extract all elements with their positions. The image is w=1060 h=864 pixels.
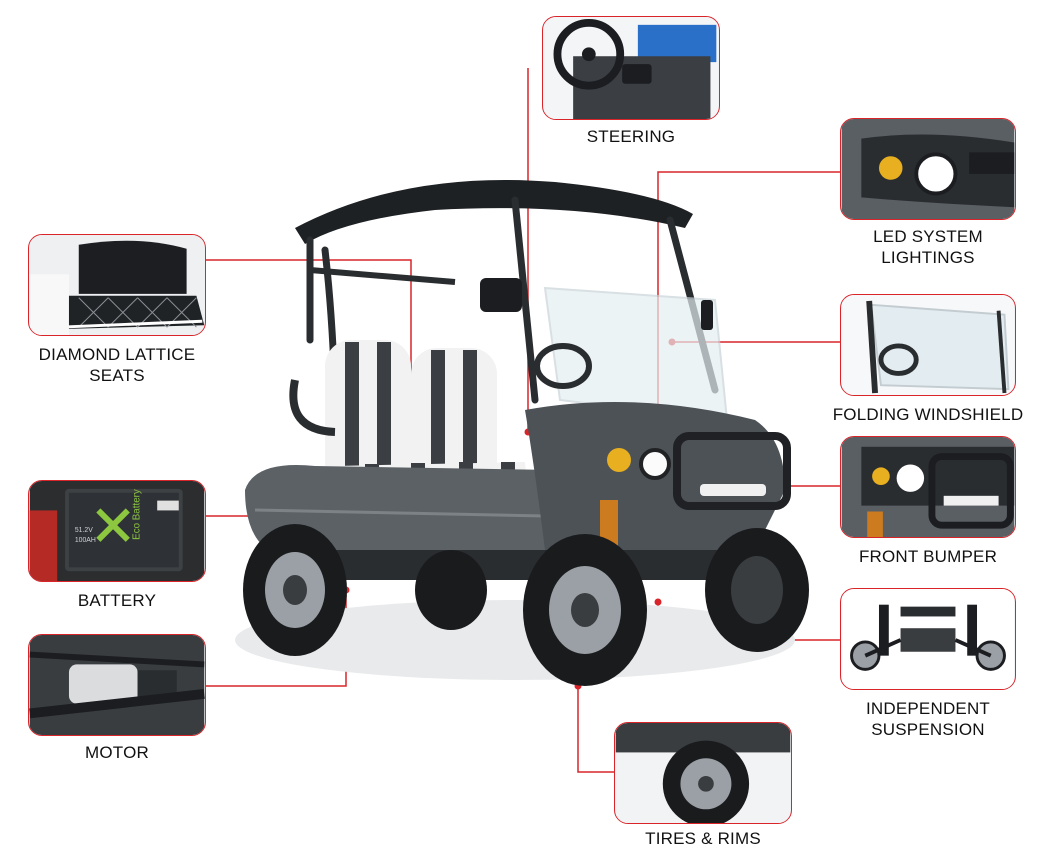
label-tires: TIRES & RIMS: [645, 829, 761, 848]
callout-steering-image: [542, 16, 720, 120]
battery-icon: Eco Battery 51.2V 100AH: [29, 481, 205, 581]
golf-cart-image: [235, 179, 809, 686]
motor-icon: [29, 635, 205, 735]
dot-suspension: [654, 598, 662, 606]
seat-icon: [29, 235, 205, 335]
label-suspension: INDEPENDENT SUSPENSION: [865, 699, 991, 739]
callout-windshield-image: [840, 294, 1016, 396]
label-led: LED SYSTEM LIGHTINGS: [873, 227, 983, 267]
tire-icon: [615, 723, 791, 823]
label-windshield: FOLDING WINDSHIELD: [832, 405, 1024, 424]
headlight-icon: [841, 119, 1015, 219]
windshield-icon: [841, 295, 1015, 395]
callout-suspension-image: [840, 588, 1016, 690]
callout-motor-image: [28, 634, 206, 736]
battery-voltage: 51.2V: [75, 527, 93, 534]
callout-battery-image: Eco Battery 51.2V 100AH: [28, 480, 206, 582]
battery-brand: Eco Battery: [132, 489, 143, 540]
label-motor: MOTOR: [85, 743, 149, 762]
label-seats: DIAMOND LATTICE SEATS: [38, 345, 196, 385]
callout-tires-image: [614, 722, 792, 824]
callout-seats-image: [28, 234, 206, 336]
label-battery: BATTERY: [77, 591, 157, 610]
bumper-icon: [841, 437, 1015, 537]
callout-bumper-image: [840, 436, 1016, 538]
leader-tires: [577, 686, 614, 773]
steering-icon: [543, 17, 719, 119]
label-bumper: FRONT BUMPER: [858, 547, 998, 566]
callout-led-image: [840, 118, 1016, 220]
battery-capacity: 100AH: [75, 537, 96, 544]
label-steering: STEERING: [586, 127, 676, 146]
suspension-icon: [841, 589, 1015, 689]
